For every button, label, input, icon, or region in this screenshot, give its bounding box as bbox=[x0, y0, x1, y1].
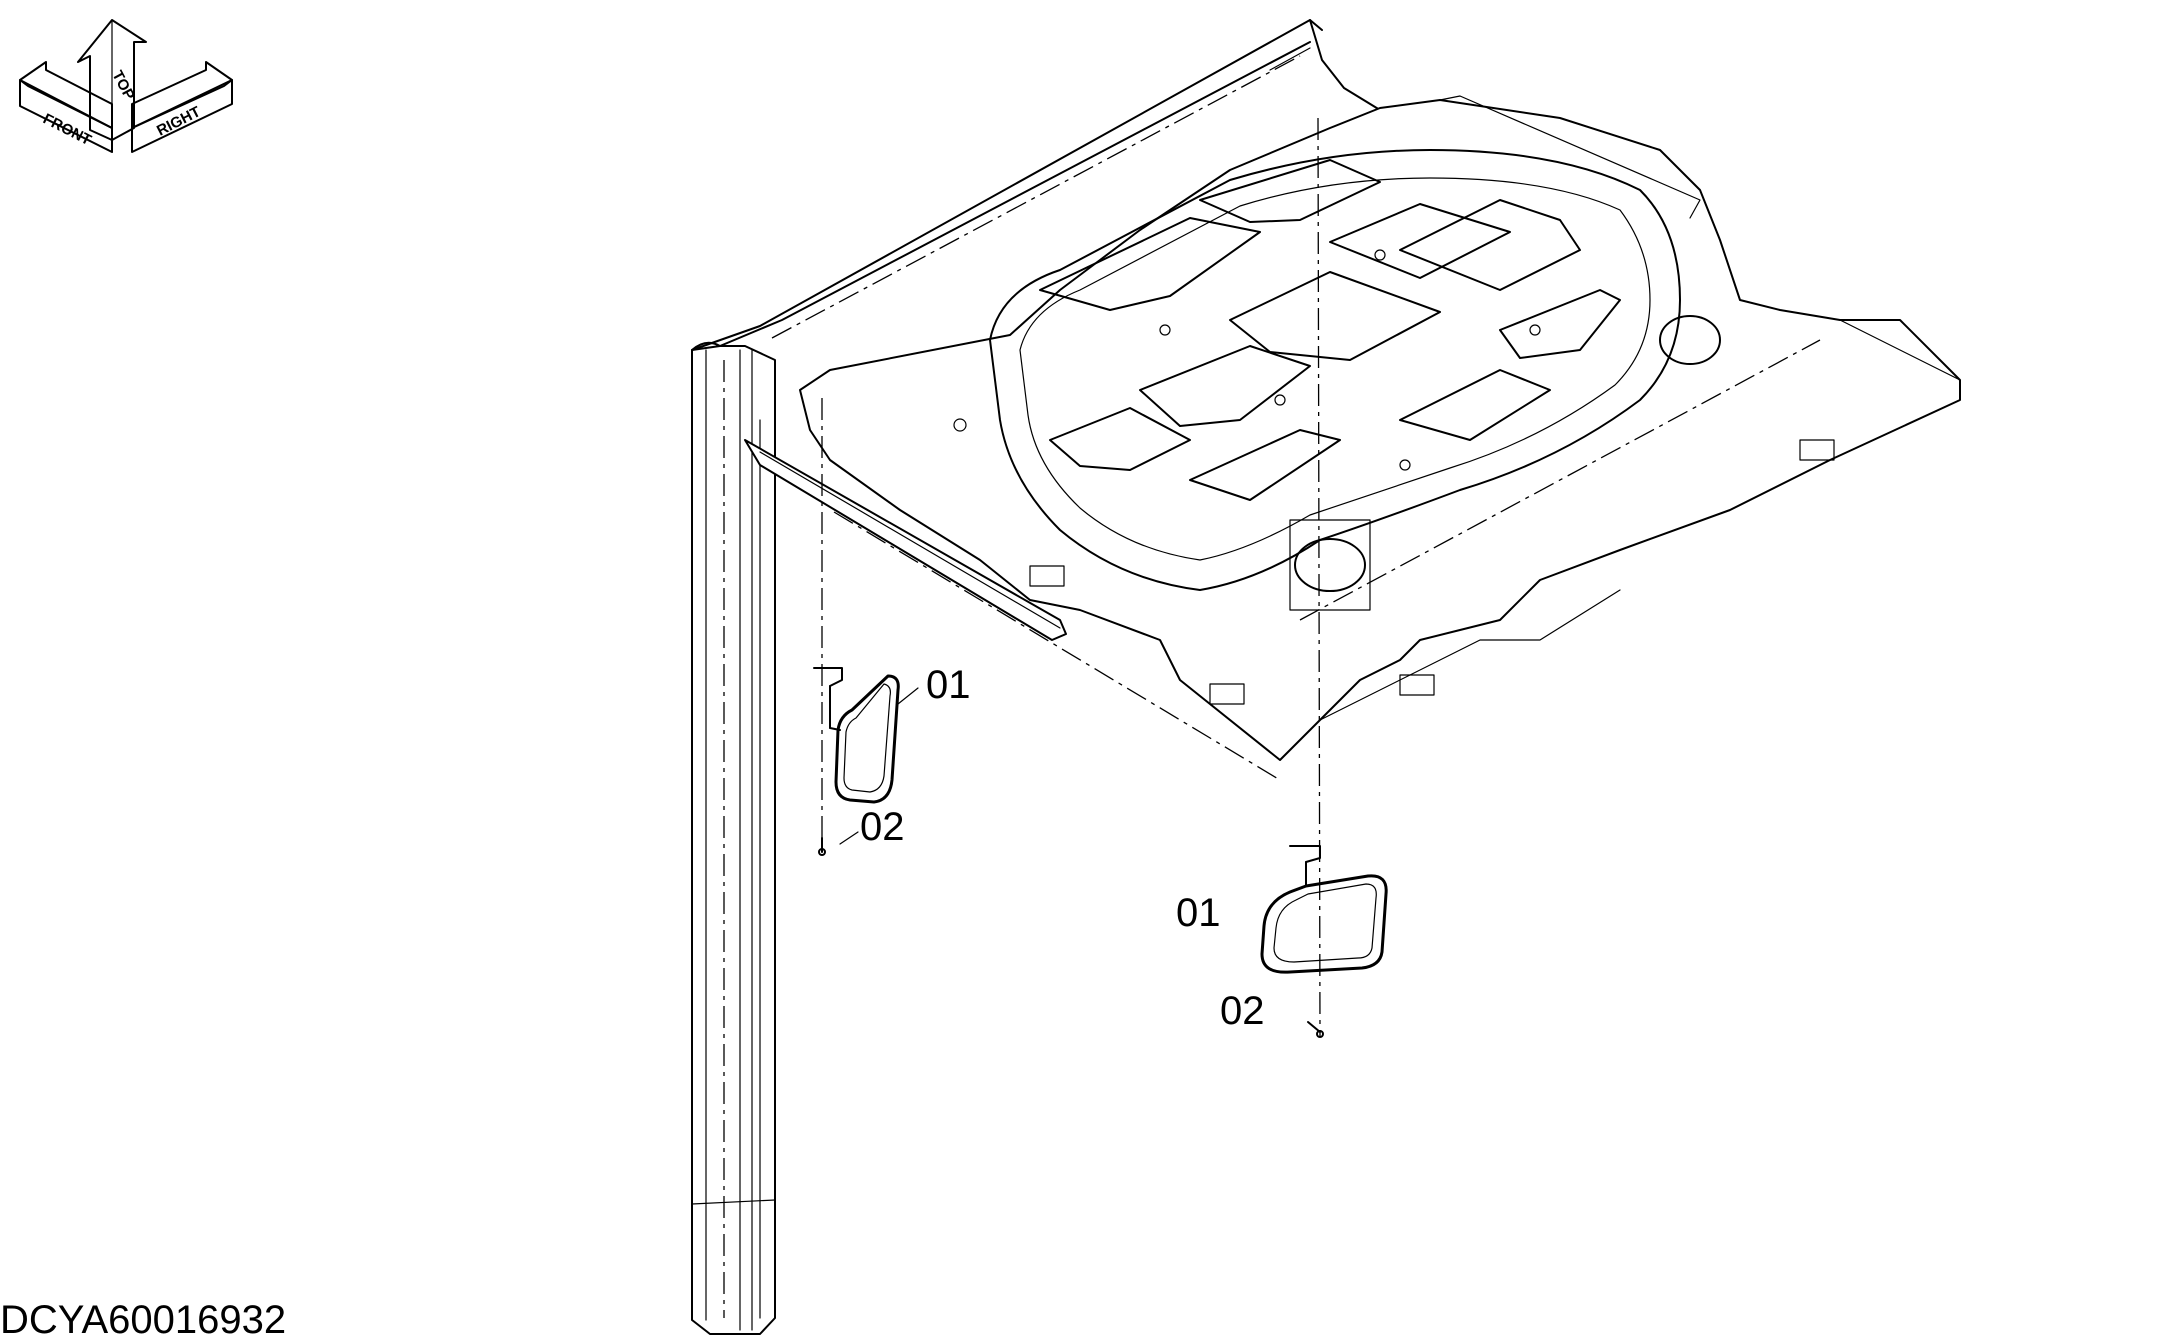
right-mirror-assembly: 01 02 bbox=[1176, 845, 1388, 1038]
right-screw bbox=[1307, 1021, 1324, 1038]
roof-frame bbox=[691, 19, 1401, 641]
centerline-roof-edge-2 bbox=[833, 511, 1281, 781]
left-mirror-callout: 01 bbox=[926, 663, 971, 707]
orientation-front-label: FRONT bbox=[40, 110, 94, 149]
left-mirror-assembly: 01 02 bbox=[813, 663, 971, 856]
cab-pillar bbox=[691, 341, 776, 1335]
document-code: DCYA60016932 bbox=[0, 1298, 287, 1342]
left-screw bbox=[818, 837, 826, 856]
centerline-roof-edge bbox=[771, 55, 1301, 339]
left-mirror-leader bbox=[897, 687, 919, 705]
orientation-right-label: RIGHT bbox=[154, 103, 203, 139]
roof-liner-panel bbox=[799, 95, 1961, 761]
centerline-cross bbox=[1299, 339, 1821, 621]
left-screw-leader bbox=[839, 831, 859, 845]
right-screw-callout: 02 bbox=[1220, 989, 1265, 1033]
right-mirror-callout: 01 bbox=[1176, 891, 1221, 935]
left-screw-callout: 02 bbox=[860, 805, 905, 849]
orientation-indicator-icon: FRONT TOP RIGHT bbox=[19, 19, 233, 153]
